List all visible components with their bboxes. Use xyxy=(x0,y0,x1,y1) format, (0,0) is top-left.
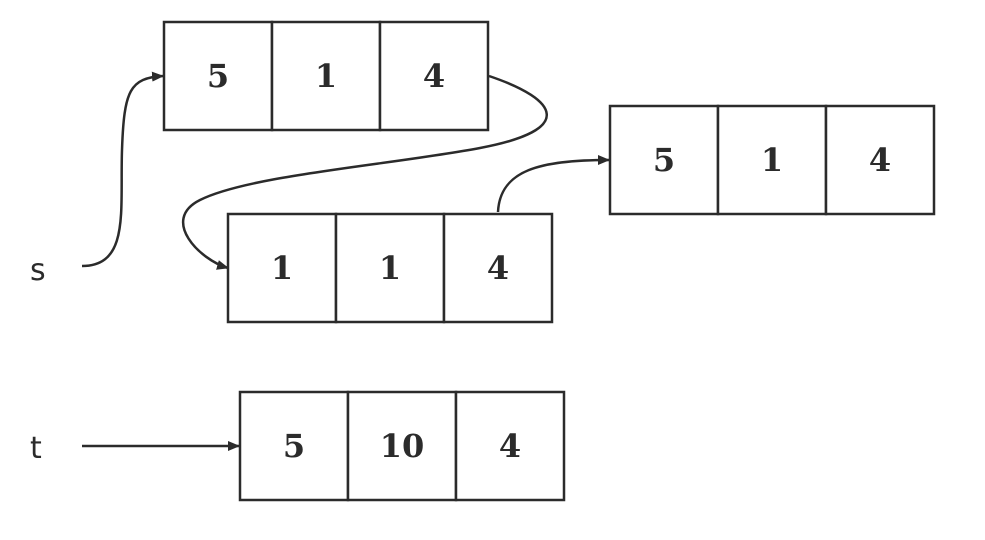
cell-value: 4 xyxy=(869,141,891,179)
array-right: 5 1 4 xyxy=(608,104,936,216)
cell-value: 1 xyxy=(379,249,401,287)
array-cell xyxy=(334,212,446,324)
cell-value: 5 xyxy=(283,427,305,465)
array-cell xyxy=(226,212,338,324)
cell-value: 4 xyxy=(499,427,521,465)
s-pointer-arrow xyxy=(81,71,164,268)
array-cell xyxy=(238,390,350,502)
array-cell xyxy=(270,20,382,132)
t-label: t xyxy=(30,431,42,466)
array-cell xyxy=(608,104,720,216)
cell-value: 1 xyxy=(271,249,293,287)
array-cell xyxy=(442,212,554,324)
cell-value: 5 xyxy=(653,141,675,179)
array-bottom: 5 10 4 xyxy=(238,390,566,502)
array-cell xyxy=(454,390,566,502)
cell-value: 1 xyxy=(761,141,783,179)
middle-to-right-arrow xyxy=(496,155,610,213)
cell-value: 10 xyxy=(380,427,425,465)
array-cell xyxy=(824,104,936,216)
array-cell xyxy=(346,390,458,502)
top-to-middle-arrow xyxy=(182,74,548,270)
cell-value: 4 xyxy=(423,57,445,95)
array-middle: 1 1 4 xyxy=(226,212,554,324)
cell-value: 1 xyxy=(315,57,337,95)
array-cell xyxy=(378,20,490,132)
array-top: 5 1 4 xyxy=(162,20,490,132)
cell-value: 4 xyxy=(487,249,509,287)
s-label: s xyxy=(30,253,46,288)
cell-value: 5 xyxy=(207,57,229,95)
